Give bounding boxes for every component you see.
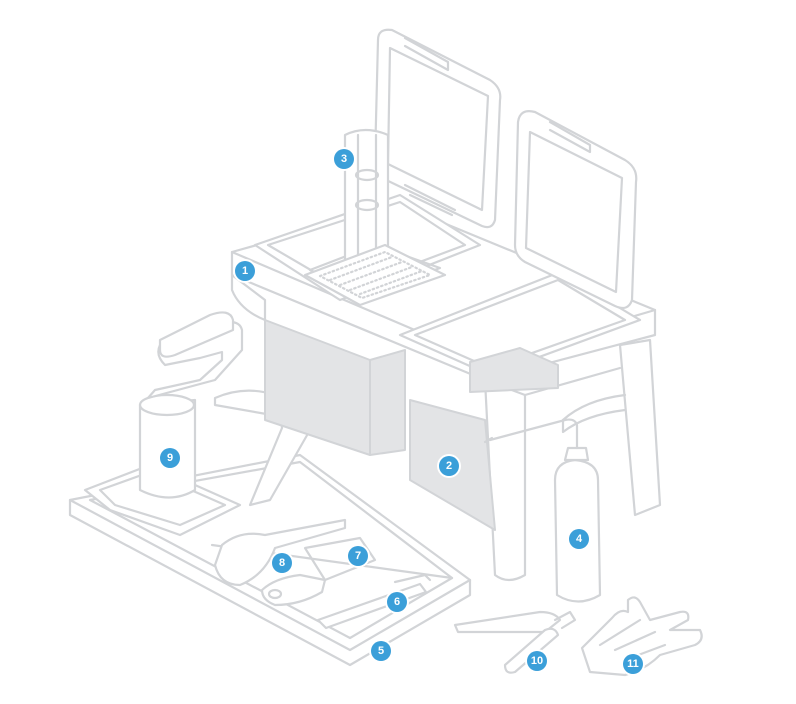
callout-10: 10 xyxy=(527,651,547,671)
callout-2: 2 xyxy=(439,456,459,476)
bucket-lids xyxy=(373,28,638,310)
callout-11: 11 xyxy=(623,654,643,674)
callout-3: 3 xyxy=(334,149,354,169)
wash-basket xyxy=(303,128,447,307)
callout-9: 9 xyxy=(160,448,180,468)
callout-5: 5 xyxy=(371,641,391,661)
callout-1: 1 xyxy=(235,261,255,281)
callout-6: 6 xyxy=(387,592,407,612)
flush-cutters xyxy=(453,610,577,674)
callout-7: 7 xyxy=(348,546,368,566)
callout-4: 4 xyxy=(569,529,589,549)
callout-8: 8 xyxy=(272,553,292,573)
